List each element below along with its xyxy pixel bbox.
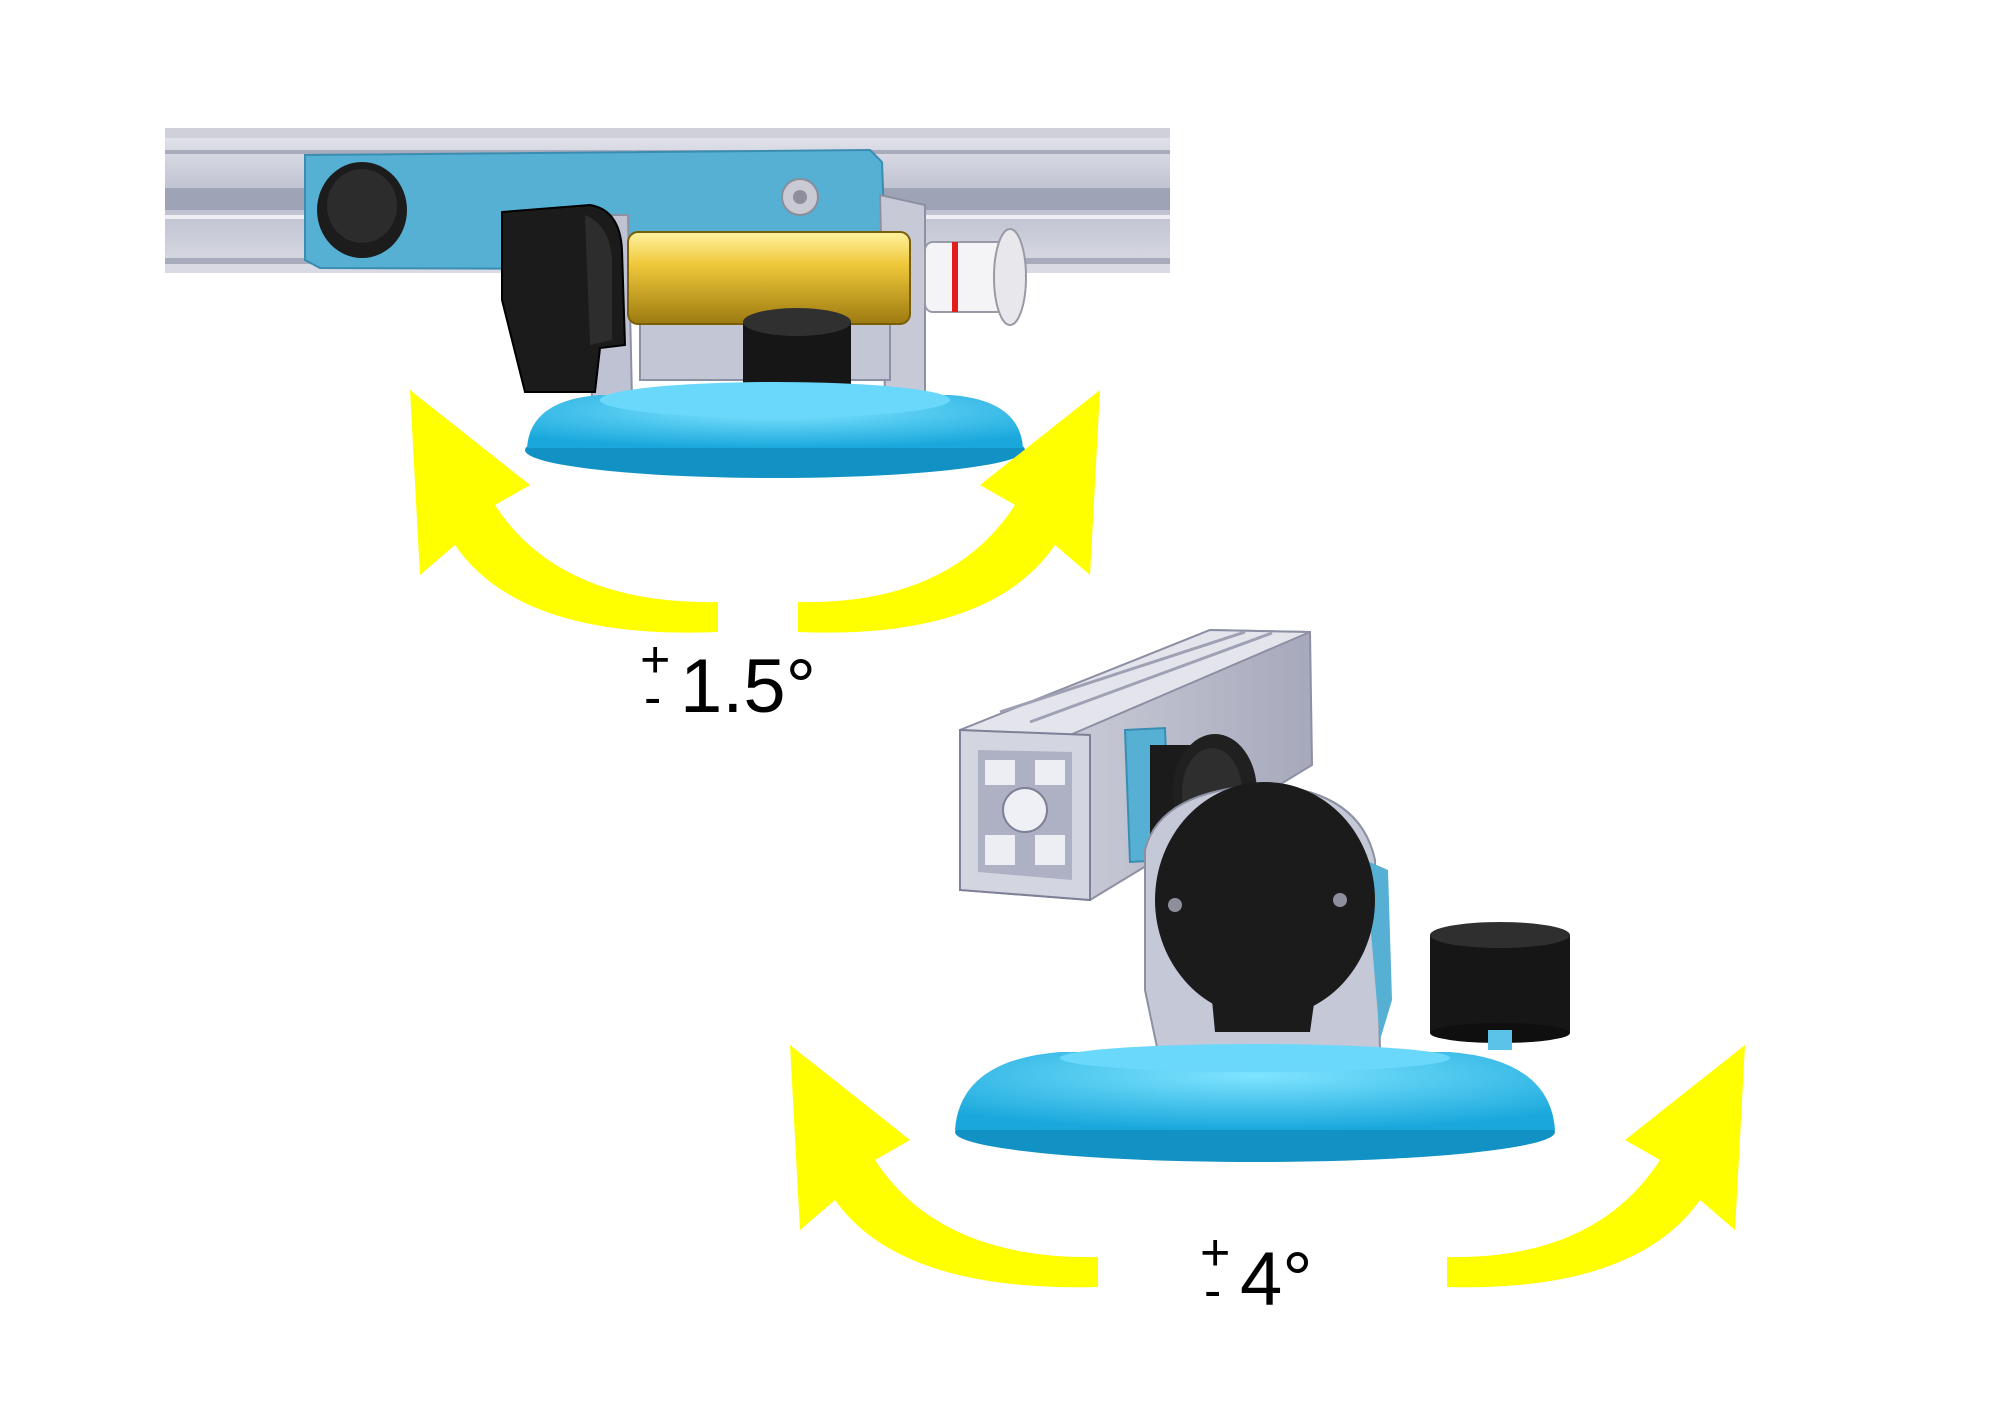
bottom-right-knob (1430, 922, 1570, 1050)
tilt-value-bottom: 4° (1240, 1237, 1313, 1322)
tilt-label-top: + - 1.5° (640, 634, 816, 725)
bottom-arrow-right (1447, 1045, 1745, 1288)
top-arrow-left (410, 390, 718, 633)
bottom-hinge-lever (1155, 782, 1375, 1032)
bottom-arrow-left (790, 1045, 1098, 1288)
minus-sign: - (644, 669, 662, 727)
top-end-cap (924, 228, 1027, 326)
plus-minus-sign: + - (1200, 1227, 1234, 1317)
tilt-label-bottom: + - 4° (1200, 1227, 1313, 1318)
top-cyan-base (525, 382, 1025, 478)
plus-sign: + (640, 631, 671, 689)
bottom-assembly (790, 628, 1745, 1288)
minus-sign: - (1204, 1262, 1222, 1320)
plus-sign: + (1200, 1224, 1231, 1282)
tilt-value-top: 1.5° (680, 644, 817, 729)
top-assembly (165, 128, 1170, 633)
bottom-cyan-base (955, 1044, 1555, 1162)
plus-minus-sign: + - (640, 634, 674, 724)
top-arrow-right (798, 390, 1100, 633)
